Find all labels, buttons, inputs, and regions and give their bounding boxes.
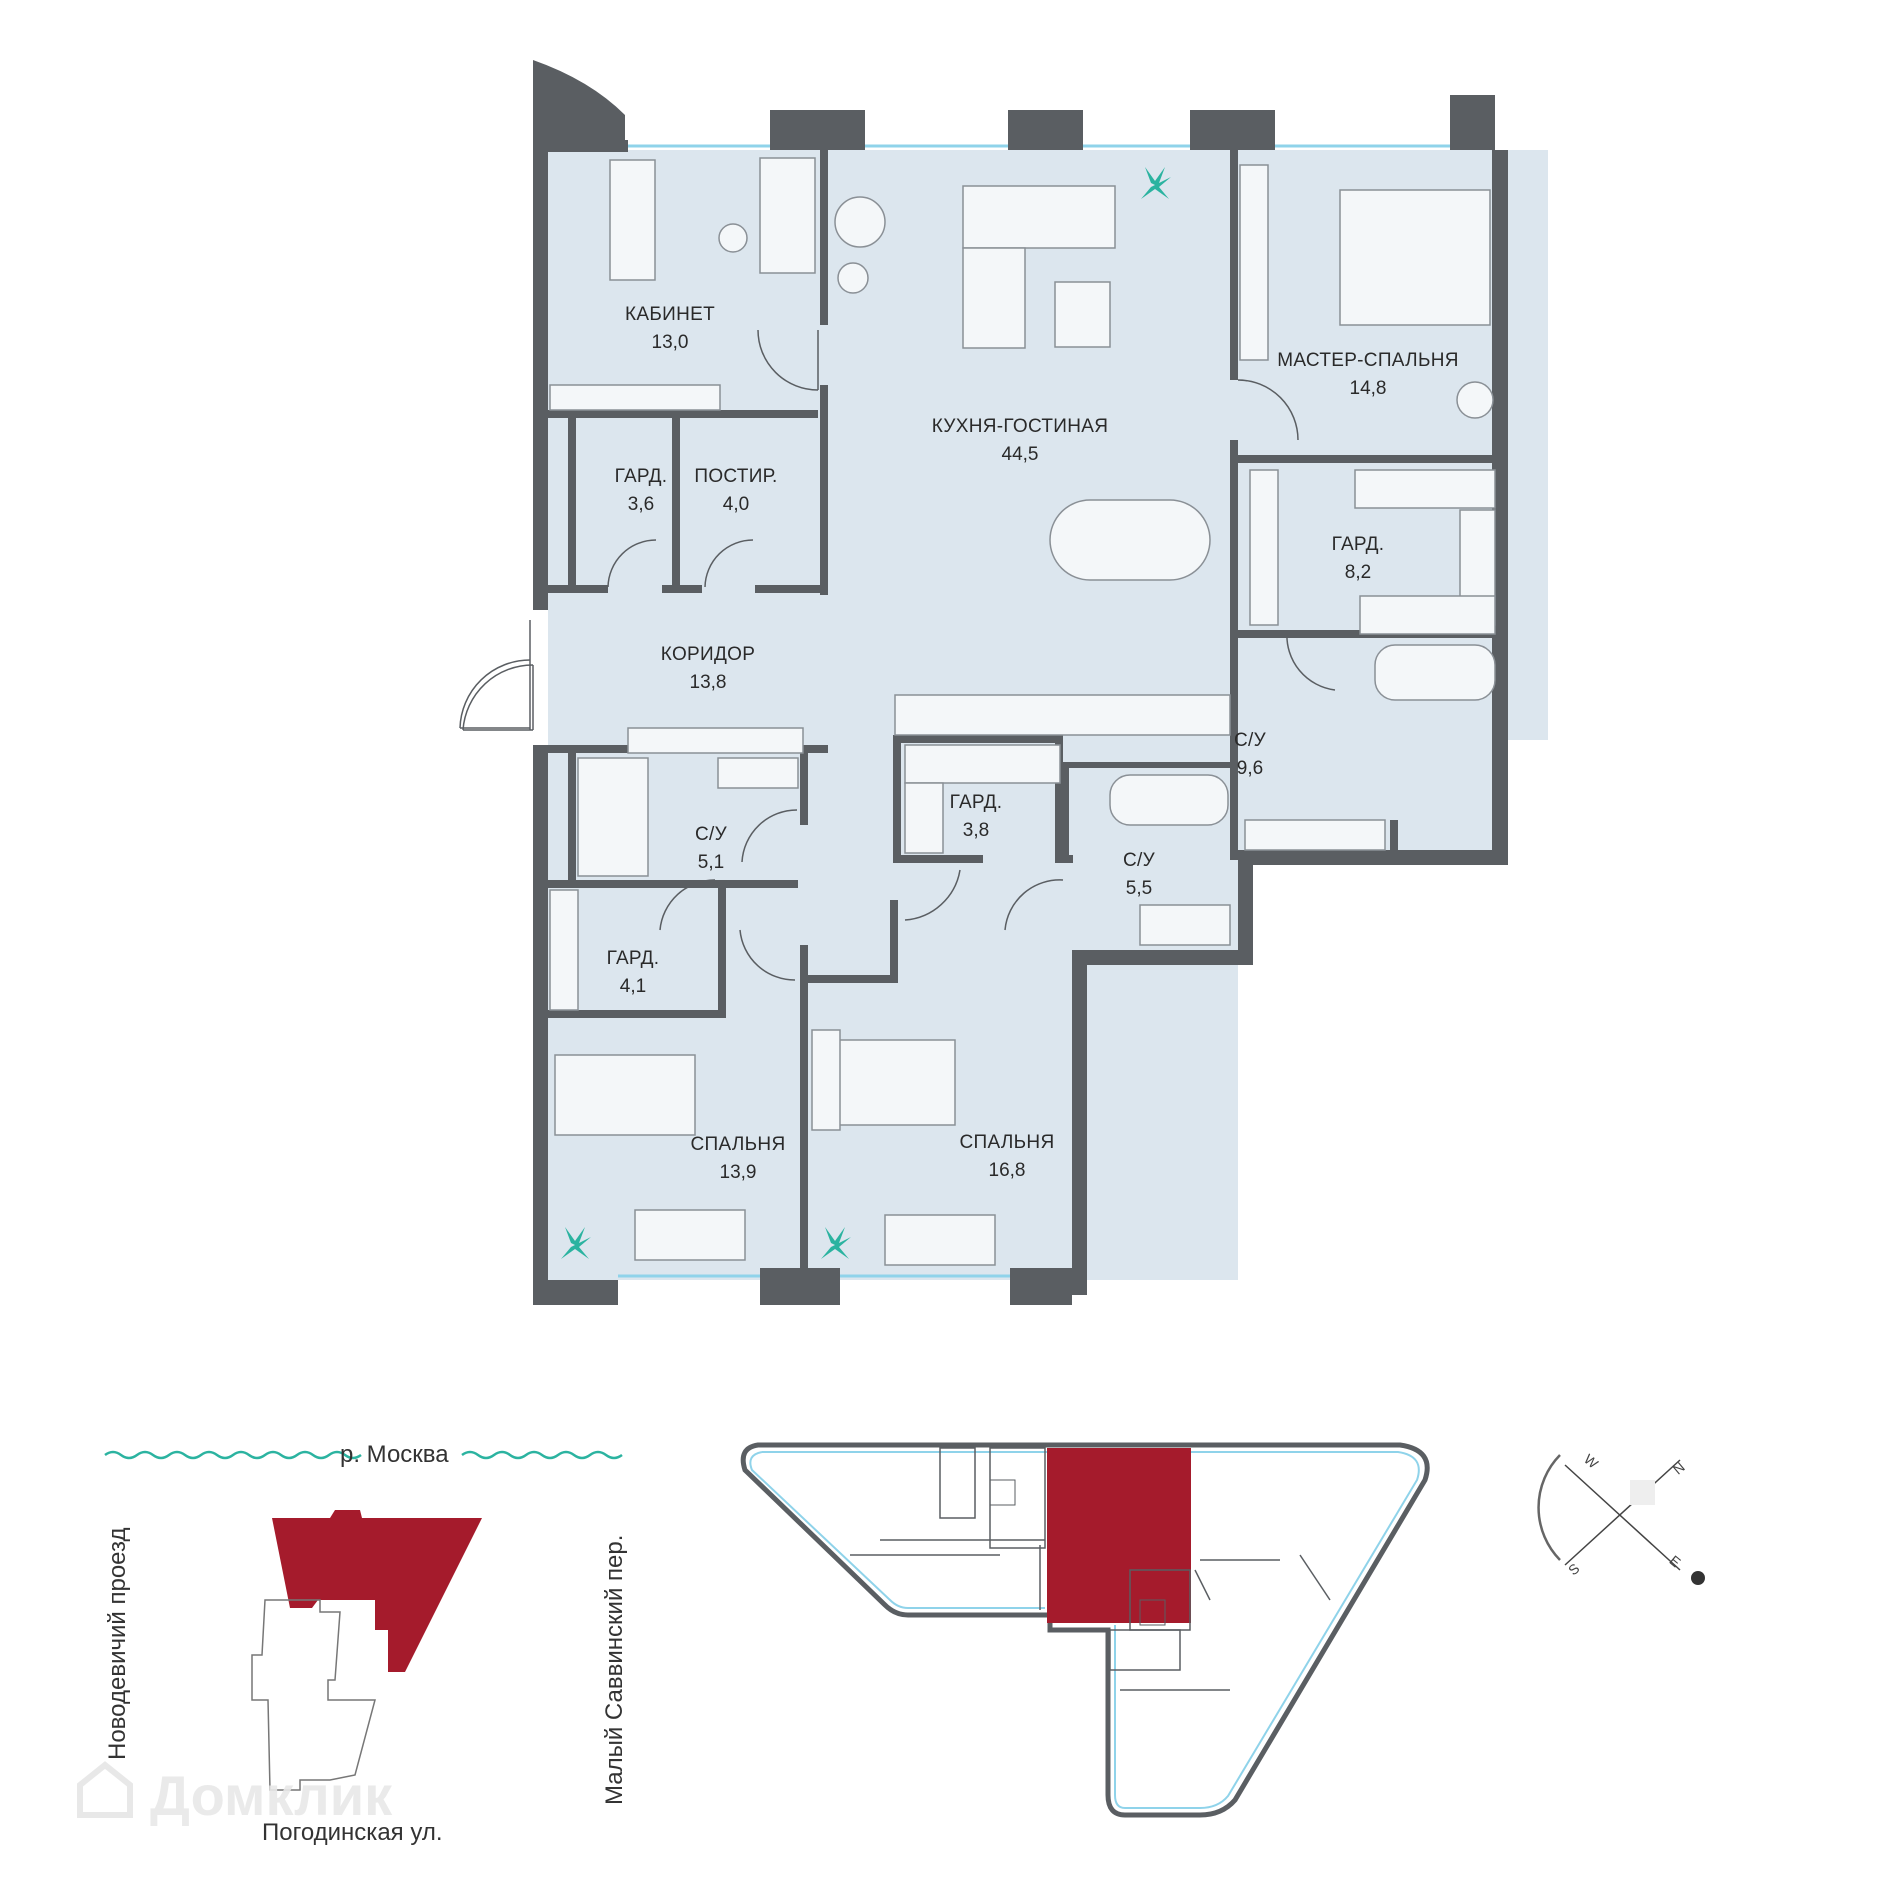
room-area-gard38: 3,8 — [963, 820, 989, 841]
street-bottom-label: Погодинская ул. — [262, 1819, 443, 1846]
location-map: р. Москва Новодевичий проезд Малый Савви… — [104, 1441, 628, 1846]
room-name-postir: ПОСТИР. — [694, 466, 777, 487]
room-name-su55: С/У — [1123, 850, 1156, 871]
doors — [459, 329, 1336, 981]
room-area-bed168: 16,8 — [989, 1160, 1026, 1181]
compass-n: N — [1670, 1459, 1688, 1478]
room-name-bed139: СПАЛЬНЯ — [691, 1134, 786, 1155]
room-area-master: 14,8 — [1350, 378, 1387, 399]
room-name-master: МАСТЕР-СПАЛЬНЯ — [1277, 350, 1459, 371]
watermark-logo: Домклик — [77, 1761, 393, 1827]
room-area-gard36: 3,6 — [628, 494, 654, 515]
apartment-plan: КАБИНЕТ 13,0 КУХНЯ-ГОСТИНАЯ 44,5 МАСТЕР-… — [459, 60, 1548, 1305]
watermark-text: Домклик — [150, 1764, 393, 1827]
room-labels: КАБИНЕТ 13,0 КУХНЯ-ГОСТИНАЯ 44,5 МАСТЕР-… — [607, 304, 1459, 1183]
room-area-kabinet: 13,0 — [652, 332, 689, 353]
room-area-postir: 4,0 — [723, 494, 749, 515]
room-name-su51: С/У — [695, 824, 728, 845]
compass-w: W — [1581, 1451, 1602, 1472]
room-name-gard41: ГАРД. — [607, 948, 660, 969]
compass: W N S E — [1537, 1451, 1705, 1585]
room-name-gard82: ГАРД. — [1332, 534, 1385, 555]
river-label: р. Москва — [340, 1441, 449, 1468]
street-right-label: Малый Саввинский пер. — [601, 1535, 628, 1805]
entrance-door — [462, 664, 534, 731]
building-outline-window — [749, 1451, 1420, 1809]
neighbor-building — [251, 1599, 376, 1791]
room-area-gard82: 8,2 — [1345, 562, 1371, 583]
room-name-su96: С/У — [1234, 730, 1267, 751]
plant-icons — [559, 167, 1171, 1259]
highlighted-building — [272, 1510, 482, 1672]
compass-s: S — [1565, 1560, 1582, 1578]
plant-icon — [1139, 167, 1171, 199]
room-name-gard38: ГАРД. — [950, 792, 1003, 813]
river-wave — [104, 1450, 623, 1460]
room-area-kitchen: 44,5 — [1002, 444, 1039, 465]
interior-walls — [548, 150, 1500, 1280]
room-name-kabinet: КАБИНЕТ — [625, 304, 715, 325]
room-name-gard36: ГАРД. — [615, 466, 668, 487]
room-area-gard41: 4,1 — [620, 976, 646, 997]
plant-icon — [819, 1227, 851, 1259]
compass-sun-dot — [1691, 1571, 1705, 1585]
room-area-su55: 5,5 — [1126, 878, 1152, 899]
room-area-su96: 9,6 — [1237, 758, 1263, 779]
windows — [618, 144, 1450, 1278]
furniture — [549, 157, 1496, 1266]
compass-e: E — [1666, 1552, 1683, 1570]
plant-icon — [559, 1227, 591, 1259]
room-area-su51: 5,1 — [698, 852, 724, 873]
key-plan-interior — [850, 1447, 1331, 1691]
compass-arc — [1537, 1454, 1561, 1561]
room-name-bed168: СПАЛЬНЯ — [960, 1132, 1055, 1153]
room-name-kitchen: КУХНЯ-ГОСТИНАЯ — [932, 416, 1108, 437]
room-area-koridor: 13,8 — [690, 672, 727, 693]
room-name-koridor: КОРИДОР — [661, 644, 755, 665]
building-outline — [740, 1442, 1430, 1818]
apartment-highlight — [1047, 1448, 1191, 1623]
floor-key-plan — [740, 1442, 1430, 1818]
street-left-label: Новодевичий проезд — [104, 1528, 131, 1760]
room-area-bed139: 13,9 — [720, 1162, 757, 1183]
